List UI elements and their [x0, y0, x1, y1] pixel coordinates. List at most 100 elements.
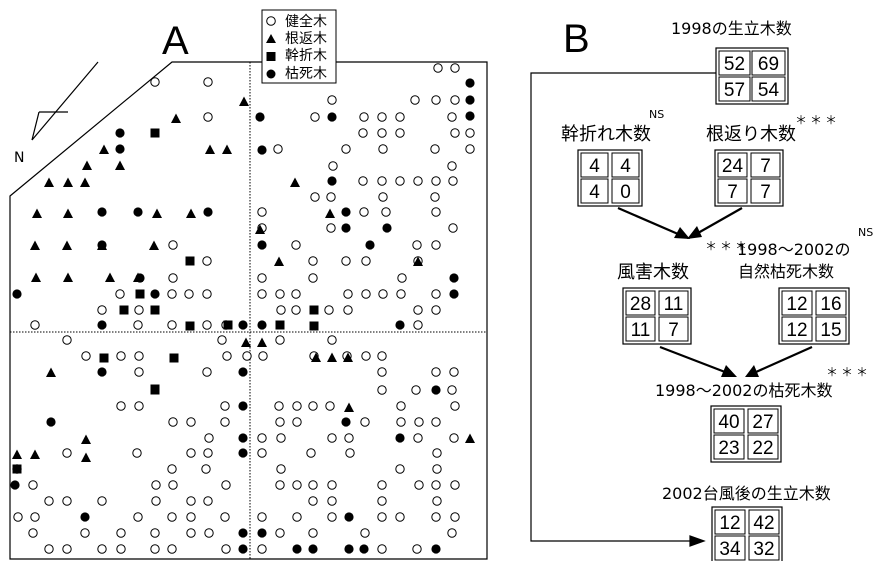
healthy-tree-marker: [450, 480, 460, 490]
healthy-tree-marker: [203, 448, 213, 458]
table-cell: 4: [589, 156, 600, 177]
uprooted-tree-marker: [239, 96, 249, 106]
dead-tree-marker: [133, 207, 143, 217]
healthy-tree-marker: [413, 433, 423, 443]
healthy-tree-marker: [431, 207, 441, 217]
healthy-tree-marker: [80, 528, 90, 538]
healthy-tree-marker: [378, 192, 388, 202]
healthy-tree-marker: [150, 544, 160, 554]
healthy-tree-marker: [276, 433, 286, 443]
healthy-tree-marker: [343, 305, 353, 315]
significance-label: ＊＊＊: [795, 113, 840, 127]
connector-1998-to-2002: [530, 72, 716, 547]
healthy-tree-marker: [327, 335, 337, 345]
healthy-tree-marker: [377, 480, 387, 490]
uprooted-tree-marker: [149, 240, 159, 250]
healthy-tree-marker: [341, 144, 351, 154]
healthy-tree-marker: [151, 480, 161, 490]
healthy-tree-marker: [377, 496, 387, 506]
significance-label: NS: [858, 226, 873, 239]
healthy-tree-marker: [275, 480, 285, 490]
healthy-tree-marker: [217, 335, 227, 345]
healthy-tree-marker: [360, 528, 370, 538]
healthy-tree-marker: [116, 528, 126, 538]
stem-broken-tree-marker: [169, 353, 179, 363]
stem-broken-tree-marker: [150, 385, 160, 395]
table-cell: 34: [719, 539, 741, 560]
healthy-tree-marker: [133, 512, 143, 522]
table-cell: 12: [786, 320, 807, 341]
plot-boundary: [9, 61, 488, 560]
healthy-tree-marker: [448, 176, 458, 186]
table-cell: 27: [752, 412, 773, 433]
healthy-tree-marker: [450, 63, 460, 73]
table-cell: 28: [630, 294, 651, 315]
healthy-tree-marker: [168, 273, 178, 283]
box-title-live-2002: 2002台風後の生立木数: [662, 484, 831, 503]
uprooted-tree-marker: [12, 449, 22, 459]
uprooted-tree-marker: [63, 272, 73, 282]
box-title-live-1998: 1998の生立木数: [671, 19, 792, 38]
stem-broken-tree-marker: [150, 128, 160, 138]
stem-broken-tree-marker: [99, 353, 109, 363]
stem-broken-tree-marker: [223, 320, 233, 330]
uprooted-tree-marker: [62, 240, 72, 250]
stem-broken-tree-marker: [275, 320, 285, 330]
dead-tree-marker: [341, 223, 351, 233]
healthy-tree-marker: [276, 464, 286, 474]
uprooted-tree-marker: [241, 337, 251, 347]
healthy-tree-marker: [327, 496, 337, 506]
healthy-tree-marker: [291, 240, 301, 250]
healthy-tree-marker: [450, 128, 460, 138]
dead-tree-marker: [359, 544, 369, 554]
table-cell: 69: [758, 54, 779, 75]
table-cell: 4: [620, 156, 631, 177]
contingency-table-natural-death: 12 16 12 15: [778, 287, 850, 345]
healthy-tree-marker: [134, 305, 144, 315]
healthy-tree-marker: [377, 351, 387, 361]
uprooted-tree-marker: [171, 113, 181, 123]
legend: 健全木 根返木 幹折木 枯死木: [261, 9, 337, 84]
healthy-tree-marker: [257, 273, 267, 283]
table-cell: 7: [760, 182, 771, 203]
healthy-tree-marker: [275, 289, 285, 299]
healthy-tree-marker: [344, 433, 354, 443]
healthy-tree-marker: [291, 289, 301, 299]
table-cell: 32: [753, 539, 774, 560]
legend-item-dead: 枯死木: [266, 66, 327, 82]
arrow-natural-to-death: [745, 345, 813, 377]
healthy-tree-marker: [167, 512, 177, 522]
dead-tree-marker: [465, 95, 475, 105]
uprooted-tree-marker: [31, 272, 41, 282]
healthy-tree-marker: [220, 417, 230, 427]
stem-broken-tree-marker: [185, 321, 195, 331]
dead-tree-marker: [150, 289, 160, 299]
healthy-tree-marker: [431, 289, 441, 299]
legend-item-uprooted: 根返木: [266, 31, 327, 47]
healthy-tree-marker: [413, 176, 423, 186]
healthy-tree-marker: [168, 480, 178, 490]
healthy-tree-marker: [257, 433, 267, 443]
north-arrow-icon: [31, 61, 99, 141]
healthy-tree-marker: [202, 289, 212, 299]
uprooted-tree-marker: [290, 177, 300, 187]
uprooted-tree-marker: [325, 208, 335, 218]
healthy-tree-marker: [431, 480, 441, 490]
table-cell: 40: [718, 412, 739, 433]
healthy-tree-marker: [203, 112, 213, 122]
stem-broken-tree-marker: [185, 256, 195, 266]
dead-tree-marker: [97, 320, 107, 330]
healthy-tree-marker: [431, 95, 441, 105]
uprooted-tree-marker: [30, 449, 40, 459]
healthy-tree-marker: [324, 305, 334, 315]
dead-tree-marker: [238, 433, 248, 443]
dead-tree-marker: [382, 223, 392, 233]
healthy-tree-marker: [44, 544, 54, 554]
healthy-tree-marker: [222, 351, 232, 361]
table-cell: 11: [631, 320, 651, 341]
healthy-tree-marker: [328, 161, 338, 171]
healthy-tree-marker: [359, 207, 369, 217]
healthy-tree-marker: [30, 320, 40, 330]
healthy-tree-marker: [395, 128, 405, 138]
legend-label: 枯死木: [285, 66, 327, 82]
